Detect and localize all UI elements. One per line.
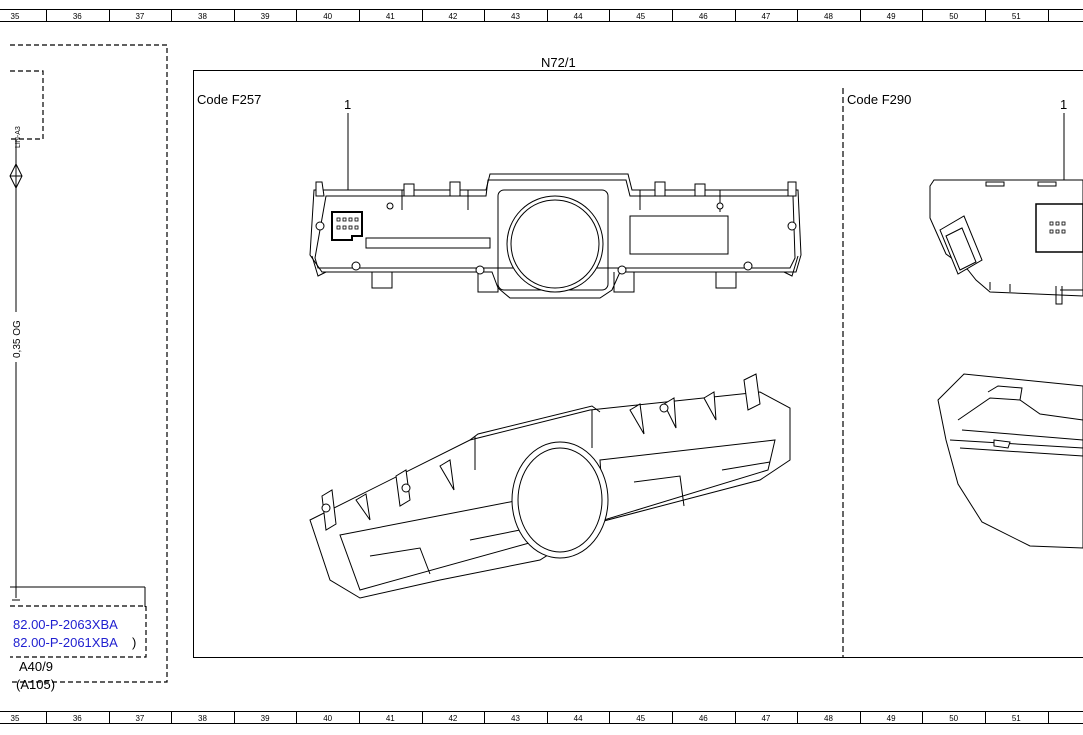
top-ruler-number: 44 [574, 12, 583, 21]
control-panel-isometric-view [309, 373, 791, 599]
variant-left-code: Code F257 [197, 92, 261, 107]
bottom-ruler-number: 48 [824, 714, 833, 723]
variant-left-callout: 1 [344, 97, 351, 112]
top-ruler-number: 50 [949, 12, 958, 21]
bottom-ruler-number: 36 [73, 714, 82, 723]
bottom-ruler-number: 42 [448, 714, 457, 723]
top-ruler-number: 38 [198, 12, 207, 21]
bottom-ruler-number: 45 [636, 714, 645, 723]
component-id: N72/1 [541, 55, 576, 70]
link-2063xba[interactable]: 82.00-P-2063XBA [13, 617, 118, 632]
top-ruler-number: 39 [261, 12, 270, 21]
top-ruler-number: 46 [699, 12, 708, 21]
connector-pin-1-left [331, 211, 363, 241]
top-ruler-number: 51 [1012, 12, 1021, 21]
top-ruler-number: 35 [11, 12, 20, 21]
bottom-ruler-number: 51 [1012, 714, 1021, 723]
link-2061xba[interactable]: 82.00-P-2061XBA [13, 635, 118, 650]
top-ruler-number: 40 [323, 12, 332, 21]
variant-right-callout: 1 [1060, 97, 1067, 112]
bottom-ruler-number: 38 [198, 714, 207, 723]
bottom-ruler-number: 35 [11, 714, 20, 723]
wire-0-35-og[interactable] [9, 139, 146, 607]
top-ruler-number: 42 [448, 12, 457, 21]
control-panel-variant-f290-isometric [937, 373, 1083, 549]
bottom-ruler-number: 49 [887, 714, 896, 723]
top-ruler-number: 41 [386, 12, 395, 21]
module-id: A40/9 [19, 659, 53, 674]
wire-label: 0,35 OG [12, 320, 23, 358]
bottom-ruler-number: 46 [699, 714, 708, 723]
links-box [10, 605, 147, 658]
bottom-ruler: 35 36 37 38 39 40 41 42 43 44 45 46 47 48 49 50 51 [0, 711, 1083, 724]
top-ruler-number: 47 [761, 12, 770, 21]
top-ruler: 35 36 37 38 39 40 41 42 43 44 45 46 47 48 49 50 51 [0, 9, 1083, 22]
control-panel-front-view [309, 173, 802, 299]
top-ruler-number: 43 [511, 12, 520, 21]
bottom-ruler-number: 44 [574, 714, 583, 723]
bottom-ruler-number: 41 [386, 714, 395, 723]
bottom-ruler-number: 50 [949, 714, 958, 723]
bottom-ruler-number: 47 [761, 714, 770, 723]
link-paren: ) [132, 635, 136, 650]
top-ruler-number: 49 [887, 12, 896, 21]
module-sub: (A105) [16, 677, 55, 692]
module-box-a40-9 [10, 44, 168, 683]
bottom-ruler-number: 43 [511, 714, 520, 723]
connector-lin-a3 [10, 70, 44, 140]
bottom-ruler-number: 39 [261, 714, 270, 723]
top-ruler-number: 36 [73, 12, 82, 21]
top-ruler-number: 48 [824, 12, 833, 21]
bottom-ruler-number: 37 [135, 714, 144, 723]
variant-right-code: Code F290 [847, 92, 911, 107]
bottom-ruler-number: 40 [323, 714, 332, 723]
top-ruler-number: 45 [636, 12, 645, 21]
connector-pin-1-right [1035, 203, 1083, 253]
connector-label: LIN-A3 [15, 126, 22, 148]
component-frame-n72-1 [193, 70, 1083, 658]
top-ruler-number: 37 [135, 12, 144, 21]
